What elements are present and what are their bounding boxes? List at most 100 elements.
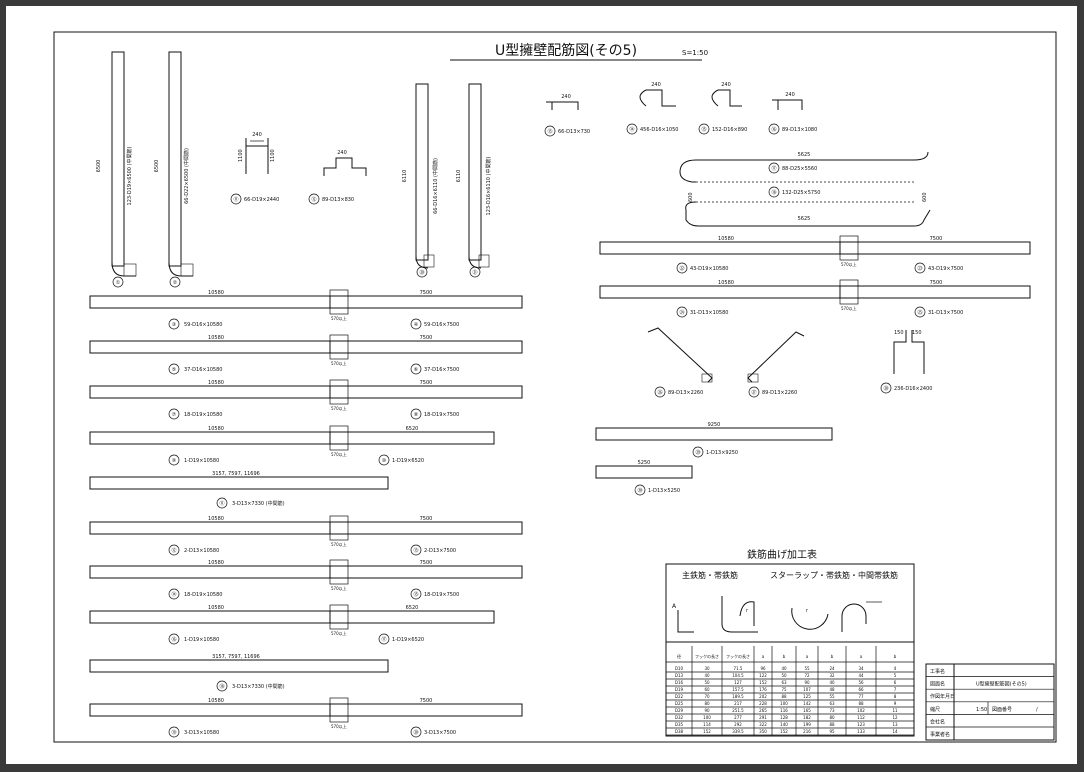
long-bar-label: 18-D19×7500 [424, 412, 459, 418]
svg-text:5625: 5625 [798, 152, 811, 158]
title-block-label: 会社名 [930, 718, 945, 725]
long-bar-mark: ⑬ [410, 544, 422, 556]
long-bar-label: 18-D19×10580 [184, 592, 222, 598]
bend-table-cell: 202 [759, 694, 767, 699]
vertical-bar-label: 123-D19×6500 (中間筋) [126, 146, 133, 205]
vertical-bar-4: 6110 123-D16×6110 (中間筋) [456, 83, 492, 269]
svg-text:⑧: ⑧ [414, 412, 419, 418]
bend-table-cell: 56 [858, 680, 864, 685]
bent-bar-26 [647, 327, 713, 383]
bend-table-cell: 90 [804, 680, 810, 685]
bend-table-cell: 199 [803, 722, 811, 727]
bend-table-cell: 152 [703, 729, 711, 734]
svg-text:b: b [783, 654, 786, 659]
bend-table-cell: 8 [894, 694, 897, 699]
bend-table-cell: 50 [704, 680, 710, 685]
svg-text:570以上: 570以上 [331, 315, 347, 321]
long-bar-label: 59-D16×10580 [184, 322, 222, 328]
bend-table-cell: 50 [781, 673, 787, 678]
svg-text:600: 600 [922, 192, 928, 202]
svg-text:⑰: ⑰ [771, 165, 776, 172]
bend-table-cell: D32 [675, 715, 684, 720]
long-bar-mark: ⑯ [168, 633, 180, 645]
short-bar-label: 1-D13×9250 [706, 450, 738, 456]
bend-table-heading-right: スターラップ・帯鉄筋・中間帯鉄筋 [770, 570, 898, 580]
vertical-bar-dim: 6110 [456, 170, 462, 183]
long-bar-label: 37-D16×10580 [184, 367, 222, 373]
bend-table-cell: 48 [829, 687, 835, 692]
svg-text:10580: 10580 [718, 236, 734, 242]
long-bar-label: 1-D19×6520 [392, 458, 424, 464]
bend-table-cell: 100 [703, 715, 711, 720]
bend-table-cell: 277 [734, 715, 742, 720]
svg-text:a: a [806, 654, 809, 659]
short-bar-mark: ㉙ [692, 446, 704, 458]
bend-table-cell: 80 [829, 715, 835, 720]
svg-text:⑥: ⑥ [414, 367, 419, 373]
title-block-value: / [1036, 707, 1038, 713]
svg-text:⑭: ⑭ [171, 591, 176, 598]
svg-text:㉕: ㉕ [917, 309, 922, 316]
hook-label: 152-D16×890 [712, 127, 747, 133]
stirrup-mark: ⑫ [308, 193, 320, 205]
svg-text:b: b [831, 654, 834, 659]
hook-mark: ⑮ [698, 123, 710, 135]
vertical-bar-label: 123-D16×6110 (中間筋) [485, 156, 492, 215]
bend-table-cell: 71.5 [734, 666, 743, 671]
bend-table-cell: 55 [804, 666, 810, 671]
svg-text:240: 240 [721, 82, 731, 88]
bend-table-cell: 40 [829, 680, 835, 685]
long-bar-label: 3-D13×7500 [424, 730, 456, 736]
svg-text:10580: 10580 [208, 335, 224, 341]
bend-table-cell: 112 [857, 715, 865, 720]
svg-text:7500: 7500 [420, 290, 433, 296]
long-bar-label: 18-D19×7500 [424, 592, 459, 598]
bend-table-cell: 128 [780, 715, 788, 720]
long-bar-mark: ⑲ [168, 726, 180, 738]
svg-text:240: 240 [785, 92, 795, 98]
vertical-bar-1: 6500 123-D19×6500 (中間筋) [96, 51, 137, 277]
svg-text:㉓: ㉓ [917, 265, 922, 272]
hook-label: 66-D13×730 [558, 129, 590, 135]
bend-table-cell: 339.5 [732, 729, 744, 734]
svg-text:7500: 7500 [420, 335, 433, 341]
svg-text:⑱: ⑱ [219, 683, 224, 690]
long-bar-mark: ⑳ [410, 726, 422, 738]
svg-text:7500: 7500 [420, 698, 433, 704]
bent-bar-label: 236-D16×2400 [894, 386, 932, 392]
bend-table-title: 鉄筋曲げ加工表 [747, 548, 817, 561]
svg-text:240: 240 [337, 150, 347, 156]
long-bar-label: 31-D13×10580 [690, 310, 728, 316]
svg-text:⑬: ⑬ [547, 128, 552, 135]
bend-table-cell: D22 [675, 694, 684, 699]
bend-table-cell: 251.5 [732, 708, 744, 713]
long-bar-mark: ㉔ [676, 306, 688, 318]
vertical-bar-mark: ㉑ [469, 266, 481, 278]
bend-table-cell: D13 [675, 673, 684, 678]
bend-table-cell: 40 [781, 666, 787, 671]
bend-table-cell: 72 [804, 673, 810, 678]
bend-table-cell: 140 [780, 722, 788, 727]
bend-table-cell: 125 [803, 694, 811, 699]
bend-table-cell: 63 [829, 701, 835, 706]
bend-table-cell: 127 [734, 680, 742, 685]
bend-table-cell: 34 [858, 666, 864, 671]
long-bar-label: 1-D19×10580 [184, 458, 219, 464]
svg-text:10580: 10580 [718, 280, 734, 286]
short-bar-label: 1-D13×5250 [648, 488, 680, 494]
drawing-title: U型擁壁配筋図(その5) [495, 42, 637, 59]
hook-14: 240 [639, 82, 676, 107]
svg-text:570以上: 570以上 [331, 405, 347, 411]
svg-text:240: 240 [651, 82, 661, 88]
bend-table-cell: 88 [858, 701, 864, 706]
svg-text:㉔: ㉔ [679, 309, 684, 316]
short-bar-mark: ㉚ [634, 484, 646, 496]
hook-mark: ⑯ [768, 123, 780, 135]
svg-text:⑪: ⑪ [219, 500, 224, 507]
long-bar-mark: ⑫ [168, 544, 180, 556]
svg-text:⑫: ⑫ [171, 547, 176, 554]
long-bar-mark: ⑤ [168, 363, 180, 375]
svg-text:5625: 5625 [798, 216, 811, 222]
bend-table-cell: 96 [760, 666, 766, 671]
